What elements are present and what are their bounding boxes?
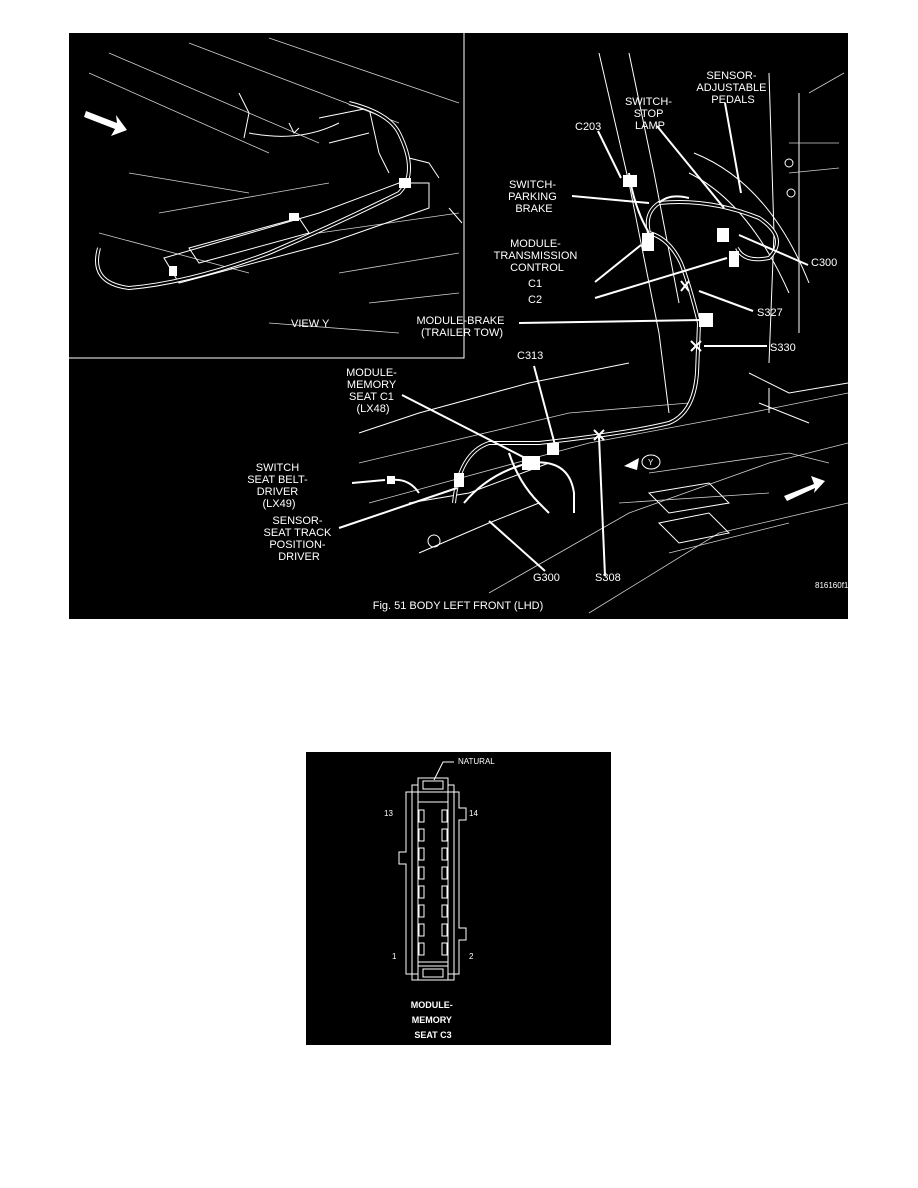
connector-body xyxy=(398,784,467,981)
connector-pinout-diagram: NATURAL 13 14 1 2 MODULE- MEMORY SEAT C3 xyxy=(306,752,611,1045)
label-c1: C1 xyxy=(528,278,542,290)
label-module-brake: MODULE-BRAKE (TRAILER TOW) xyxy=(416,315,507,339)
bottom-latch xyxy=(417,965,449,981)
fwd-arrow-icon xyxy=(784,476,825,501)
pin-13-label: 13 xyxy=(384,809,393,818)
natural-label: NATURAL xyxy=(458,757,495,766)
figure-code: 816160f1 xyxy=(815,581,848,590)
body-left-front-diagram: VIEW Y xyxy=(69,33,848,619)
wiring-illustration: VIEW Y xyxy=(69,33,848,614)
label-sensor-seat-track: SENSOR- SEAT TRACK POSITION- DRIVER xyxy=(264,515,335,563)
label-c203: C203 xyxy=(575,121,601,133)
callout-leaders xyxy=(338,102,809,577)
label-c300: C300 xyxy=(811,257,837,269)
label-module-memory-seat: MODULE- MEMORY SEAT C1 (LX48) xyxy=(346,367,400,415)
view-marker: Y xyxy=(648,458,654,467)
figure-caption: Fig. 51 BODY LEFT FRONT (LHD) xyxy=(373,600,544,612)
connector-illustration: NATURAL 13 14 1 2 MODULE- MEMORY SEAT C3 xyxy=(384,757,495,1040)
pin-cavities xyxy=(418,809,448,956)
pin-1-label: 1 xyxy=(392,952,397,961)
label-switch-seat-belt: SWITCH SEAT BELT- DRIVER (LX49) xyxy=(247,462,311,510)
connector-title: MODULE- MEMORY SEAT C3 xyxy=(411,1000,456,1040)
wiring-harness: Y xyxy=(387,172,825,514)
pin-2-label: 2 xyxy=(469,952,474,961)
label-c2: C2 xyxy=(528,294,542,306)
vehicle-body-lines xyxy=(358,52,848,614)
label-s308: S308 xyxy=(595,572,621,584)
view-label: VIEW Y xyxy=(291,318,330,330)
label-module-transmission-control: MODULE- TRANSMISSION CONTROL xyxy=(494,238,581,274)
callout-labels: SENSOR- ADJUSTABLE PEDALS SWITCH- STOP L… xyxy=(247,70,837,584)
top-latch xyxy=(417,777,449,793)
label-switch-stop-lamp: SWITCH- STOP LAMP xyxy=(625,96,675,132)
label-s327: S327 xyxy=(757,307,783,319)
label-switch-parking-brake: SWITCH- PARKING BRAKE xyxy=(508,179,560,215)
label-sensor-adjustable-pedals: SENSOR- ADJUSTABLE PEDALS xyxy=(696,70,769,106)
pin-14-label: 14 xyxy=(469,809,478,818)
label-c313: C313 xyxy=(517,350,543,362)
label-s330: S330 xyxy=(770,342,796,354)
view-y-inset: VIEW Y xyxy=(69,33,465,359)
fwd-arrow-icon xyxy=(84,111,127,136)
label-g300: G300 xyxy=(533,572,560,584)
